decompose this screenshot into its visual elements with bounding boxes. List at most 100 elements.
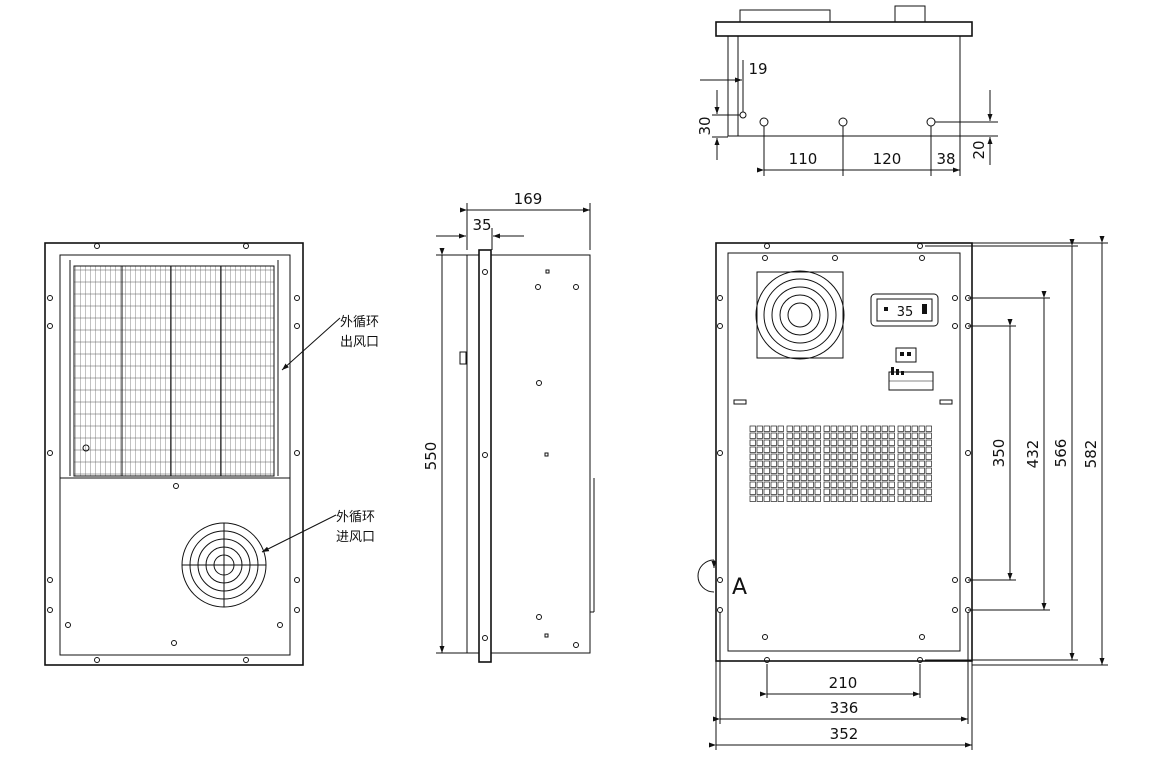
grid-cell bbox=[888, 446, 895, 453]
grid-cell bbox=[918, 495, 925, 502]
grid-cell bbox=[814, 467, 821, 474]
dim-19: 19 bbox=[748, 60, 767, 78]
outlet-label-line1: 外循环 bbox=[340, 315, 379, 330]
grid-cell bbox=[814, 432, 821, 439]
grid-cell bbox=[823, 446, 830, 453]
back-view: 35 bbox=[697, 236, 1108, 750]
grid-cell bbox=[881, 453, 888, 460]
grid-cell bbox=[881, 474, 888, 481]
grid-cell bbox=[786, 425, 793, 432]
grid-cell bbox=[770, 467, 777, 474]
dim-582: 582 bbox=[1082, 440, 1100, 469]
grid-cell bbox=[777, 432, 784, 439]
grid-cell bbox=[888, 439, 895, 446]
grid-cell bbox=[874, 425, 881, 432]
grid-cell bbox=[911, 488, 918, 495]
grid-cell bbox=[837, 425, 844, 432]
dim-20: 20 bbox=[970, 140, 988, 159]
grid-cell bbox=[777, 488, 784, 495]
grid-cell bbox=[851, 460, 858, 467]
grid-cell bbox=[911, 460, 918, 467]
grid-cell bbox=[851, 467, 858, 474]
display-reading: 35 bbox=[897, 305, 914, 320]
front-view: 外循环 出风口 外循环 进风口 bbox=[44, 242, 379, 666]
grid-cell bbox=[749, 474, 756, 481]
grid-cell bbox=[904, 488, 911, 495]
grid-cell bbox=[897, 495, 904, 502]
grid-cell bbox=[763, 474, 770, 481]
grid-cell bbox=[763, 446, 770, 453]
dim-210: 210 bbox=[829, 674, 858, 692]
grid-cell bbox=[888, 467, 895, 474]
grid-cell bbox=[897, 439, 904, 446]
grid-cell bbox=[823, 495, 830, 502]
dim-550: 550 bbox=[422, 442, 440, 471]
grid-cell bbox=[851, 453, 858, 460]
grid-cell bbox=[786, 488, 793, 495]
grid-cell bbox=[881, 488, 888, 495]
grid-cell bbox=[807, 495, 814, 502]
grid-cell bbox=[786, 467, 793, 474]
grid-cell bbox=[911, 439, 918, 446]
grid-cell bbox=[874, 474, 881, 481]
grid-cell bbox=[777, 460, 784, 467]
grid-cell bbox=[904, 467, 911, 474]
grid-cell bbox=[786, 495, 793, 502]
grid-cell bbox=[911, 467, 918, 474]
grid-cell bbox=[770, 474, 777, 481]
grid-cell bbox=[904, 474, 911, 481]
grid-cell bbox=[756, 488, 763, 495]
grid-cell bbox=[793, 439, 800, 446]
front-mount-holes bbox=[47, 243, 300, 663]
grid-cell bbox=[770, 425, 777, 432]
grid-cell bbox=[770, 432, 777, 439]
grid-cell bbox=[874, 495, 881, 502]
grid-cell bbox=[800, 460, 807, 467]
grid-cell bbox=[756, 446, 763, 453]
grid-cell bbox=[837, 467, 844, 474]
grid-cell bbox=[918, 488, 925, 495]
grid-cell bbox=[777, 474, 784, 481]
grid-cell bbox=[904, 432, 911, 439]
grid-cell bbox=[867, 474, 874, 481]
grid-cell bbox=[860, 460, 867, 467]
grid-cell bbox=[837, 439, 844, 446]
grid-cell bbox=[918, 446, 925, 453]
grid-cell bbox=[867, 495, 874, 502]
grid-cell bbox=[897, 467, 904, 474]
grid-cell bbox=[793, 474, 800, 481]
inlet-label-line2: 进风口 bbox=[336, 530, 375, 545]
grid-cell bbox=[793, 446, 800, 453]
grid-cell bbox=[874, 467, 881, 474]
grid-cell bbox=[851, 432, 858, 439]
grid-cell bbox=[777, 439, 784, 446]
grid-cell bbox=[823, 453, 830, 460]
grid-cell bbox=[844, 481, 851, 488]
grid-cell bbox=[763, 488, 770, 495]
grid-cell bbox=[881, 446, 888, 453]
grid-cell bbox=[770, 446, 777, 453]
grid-cell bbox=[756, 439, 763, 446]
grid-cell bbox=[881, 495, 888, 502]
grid-cell bbox=[918, 432, 925, 439]
grid-cell bbox=[786, 474, 793, 481]
grid-cell bbox=[749, 439, 756, 446]
grid-cell bbox=[807, 446, 814, 453]
grid-cell bbox=[800, 453, 807, 460]
grid-cell bbox=[837, 460, 844, 467]
grid-cell bbox=[786, 439, 793, 446]
grid-cell bbox=[844, 453, 851, 460]
grid-cell bbox=[925, 467, 932, 474]
grid-cell bbox=[860, 467, 867, 474]
grid-cell bbox=[800, 488, 807, 495]
evaporator-grid bbox=[749, 425, 932, 502]
grid-cell bbox=[867, 446, 874, 453]
grid-cell bbox=[823, 460, 830, 467]
grid-cell bbox=[925, 495, 932, 502]
grid-cell bbox=[904, 495, 911, 502]
dim-336: 336 bbox=[830, 699, 859, 717]
grid-cell bbox=[756, 425, 763, 432]
grid-cell bbox=[925, 488, 932, 495]
grid-cell bbox=[749, 467, 756, 474]
grid-cell bbox=[756, 453, 763, 460]
